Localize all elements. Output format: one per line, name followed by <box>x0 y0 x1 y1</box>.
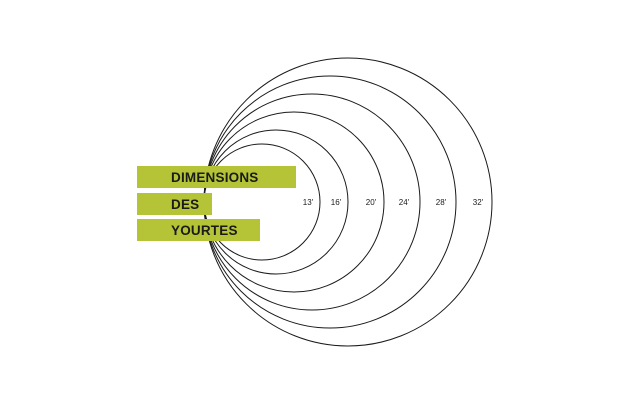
rings-group <box>203 57 493 347</box>
ring-label-1: 13' <box>303 198 314 207</box>
ring-3 <box>203 111 385 293</box>
ring-2 <box>203 129 349 275</box>
ring-label-6: 32' <box>473 198 484 207</box>
ring-label-2: 16' <box>331 198 342 207</box>
title-line-dimensions: DIMENSIONS <box>137 166 296 188</box>
title-text-des: DES <box>171 196 200 212</box>
ring-label-3: 20' <box>366 198 377 207</box>
title-line-yourtes: YOURTES <box>137 219 260 241</box>
ring-label-4: 24' <box>399 198 410 207</box>
title-text-dimensions: DIMENSIONS <box>171 169 259 185</box>
title-line-des: DES <box>137 193 212 215</box>
ring-label-5: 28' <box>436 198 447 207</box>
title-text-yourtes: YOURTES <box>171 222 238 238</box>
ring-labels-group: 13' 16' 20' 24' 28' 32' <box>303 198 484 207</box>
